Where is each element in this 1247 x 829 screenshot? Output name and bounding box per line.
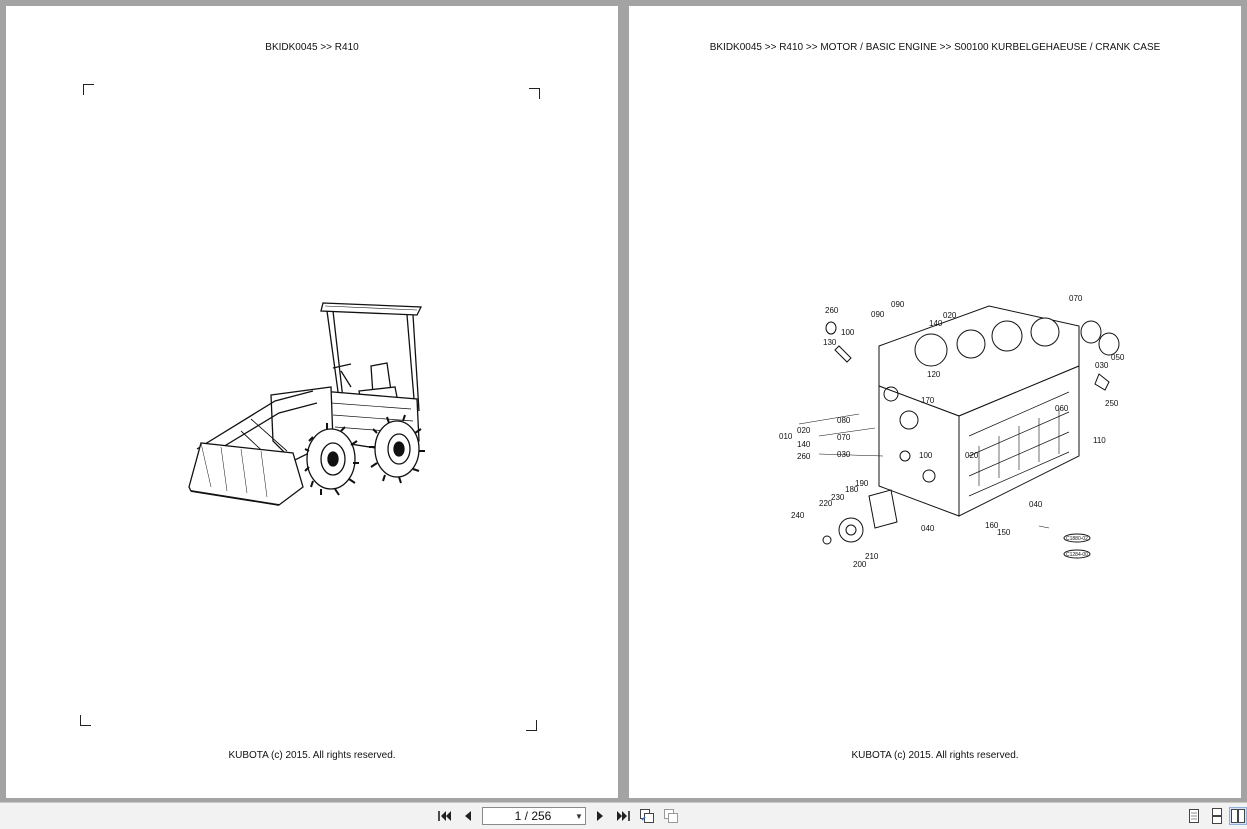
callout-label: 160	[985, 521, 999, 530]
callout-label: 100	[919, 451, 933, 460]
callout-label: 260	[797, 452, 811, 461]
callout-label: 170	[921, 396, 935, 405]
callout-label: 120	[927, 370, 941, 379]
stamp-label: C1880-02	[1066, 536, 1088, 542]
crop-mark	[529, 88, 540, 99]
continuous-view-icon[interactable]	[1208, 807, 1226, 825]
crop-mark	[526, 720, 537, 731]
callout-label: 180	[845, 485, 859, 494]
callout-label: 140	[797, 440, 811, 449]
page-number-value: 1 / 256	[514, 809, 552, 823]
prev-page-icon[interactable]	[459, 807, 477, 825]
callout-label: 250	[1105, 399, 1119, 408]
page-footer: KUBOTA (c) 2015. All rights reserved.	[228, 750, 396, 761]
document-viewer: BKIDK0045 >> R410	[6, 6, 1241, 798]
callout-label: 110	[1093, 436, 1106, 445]
callout-label: 020	[943, 311, 957, 320]
callout-label: 140	[929, 319, 943, 328]
crop-mark	[83, 84, 94, 95]
chevron-down-icon: ▼	[575, 811, 583, 821]
callout-label: 200	[853, 560, 867, 569]
callout-label: 060	[1055, 404, 1069, 413]
two-page-view-icon[interactable]	[1229, 807, 1247, 825]
callout-label: 030	[837, 450, 851, 459]
callout-label: 210	[865, 552, 879, 561]
page-right: BKIDK0045 >> R410 >> MOTOR / BASIC ENGIN…	[629, 6, 1241, 798]
callout-label: 010	[779, 432, 793, 441]
fit-page-icon[interactable]	[638, 807, 656, 825]
callout-label: 090	[871, 310, 885, 319]
wheel-loader-illustration	[188, 302, 425, 506]
page-number-select[interactable]: 1 / 256 ▼	[482, 807, 586, 825]
callout-label: 030	[1095, 361, 1109, 370]
page-header: BKIDK0045 >> R410	[265, 42, 359, 53]
callout-label: 050	[1111, 353, 1125, 362]
callout-label: 070	[1069, 294, 1083, 303]
next-page-icon[interactable]	[591, 807, 609, 825]
callout-label: 220	[819, 499, 833, 508]
crop-mark	[80, 715, 91, 726]
callout-label: 070	[837, 433, 851, 442]
fit-width-icon[interactable]	[662, 807, 680, 825]
crank-case-exploded-diagram: 260 090 090 140 020 070 100 130 050 030 …	[779, 294, 1125, 569]
last-page-icon[interactable]	[614, 807, 632, 825]
page-header: BKIDK0045 >> R410 >> MOTOR / BASIC ENGIN…	[709, 42, 1161, 53]
callout-label: 230	[831, 493, 845, 502]
callout-label: 130	[823, 338, 837, 347]
callout-label: 040	[1029, 500, 1043, 509]
callout-label: 150	[997, 528, 1011, 537]
first-page-icon[interactable]	[436, 807, 454, 825]
callout-label: 100	[841, 328, 855, 337]
callout-label: 240	[791, 511, 805, 520]
callout-label: 190	[855, 479, 869, 488]
callout-label: 090	[891, 300, 905, 309]
callout-label: 260	[825, 306, 839, 315]
callout-label: 020	[797, 426, 811, 435]
page-footer: KUBOTA (c) 2015. All rights reserved.	[851, 750, 1019, 761]
callout-label: 020	[965, 451, 979, 460]
bottom-toolbar: 1 / 256 ▼	[0, 802, 1247, 829]
single-page-view-icon[interactable]	[1185, 807, 1203, 825]
page-left: BKIDK0045 >> R410	[6, 6, 618, 798]
callout-label: 040	[921, 524, 935, 533]
stamp-label: C1284-00	[1066, 552, 1088, 558]
callout-label: 080	[837, 416, 851, 425]
